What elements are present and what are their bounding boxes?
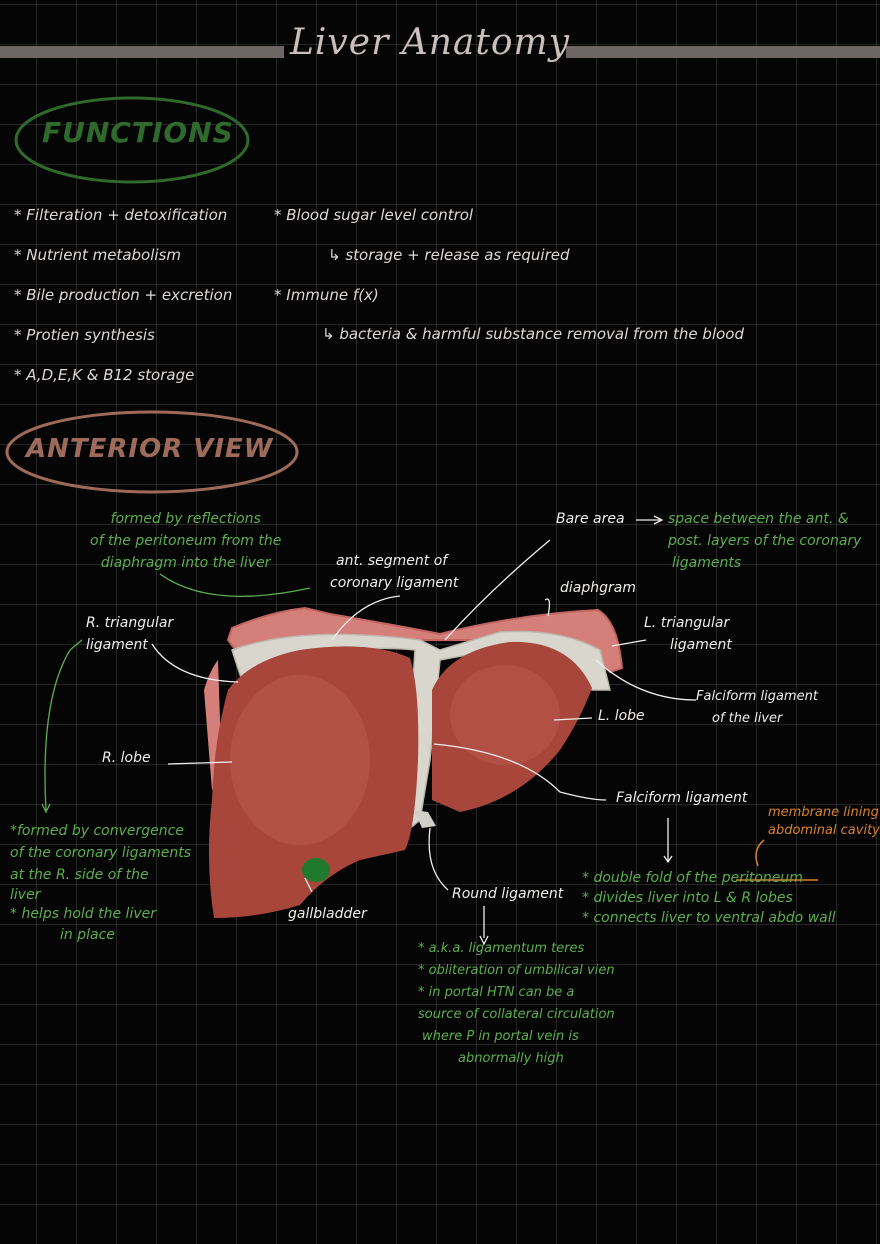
- r-triangular-label: R. triangular ligament: [86, 612, 173, 656]
- ant-segment-label: ant. segment of coronary ligament: [330, 550, 458, 594]
- gallbladder-shape: [302, 858, 330, 882]
- gallbladder-label: gallbladder: [288, 906, 367, 922]
- liver-illustration: [204, 608, 622, 918]
- round-ligament-notes: * a.k.a. ligamentum teres * obliteration…: [418, 938, 615, 1070]
- left-lobe-highlight: [450, 665, 560, 765]
- r-triangular-notes: *formed by convergence of the coronary l…: [10, 820, 191, 946]
- membrane-note: membrane lining abdominal cavity: [768, 804, 880, 840]
- functions-ellipse: [16, 98, 248, 182]
- falciform-label: Falciform ligament: [616, 790, 747, 806]
- peritoneum-note: formed by reflections of the peritoneum …: [90, 508, 281, 574]
- bare-area-label: Bare area: [556, 511, 625, 527]
- anterior-ellipse: [7, 412, 297, 492]
- right-lobe-highlight: [230, 675, 370, 845]
- l-triangular-label: L. triangular ligament: [644, 612, 732, 656]
- r-lobe-label: R. lobe: [102, 750, 151, 766]
- bare-area-desc: space between the ant. & post. layers of…: [668, 508, 861, 574]
- falciform-notes: * double fold of the peritoneum * divide…: [582, 868, 836, 928]
- round-ligament-label: Round ligament: [452, 886, 563, 902]
- diaphragm-label: diaphgram: [560, 580, 636, 596]
- falciform-liver-label: Falciform ligament of the liver: [696, 686, 818, 730]
- l-lobe-label: L. lobe: [598, 708, 645, 724]
